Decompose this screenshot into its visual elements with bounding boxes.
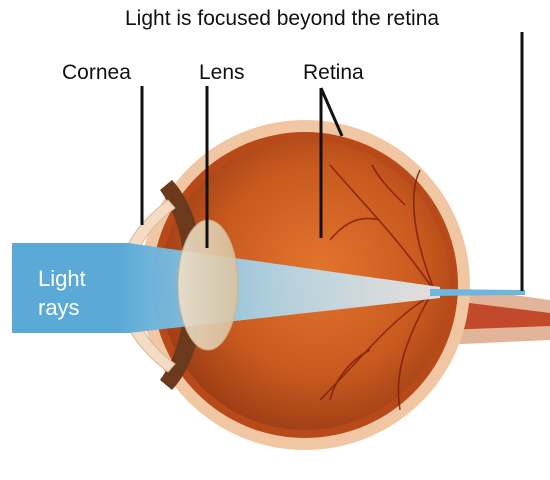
retina-label: Retina [303,62,364,83]
focus-beyond-retina-beam [430,289,525,296]
focus-beyond-retina-label: Light is focused beyond the retina [125,8,439,29]
lens-label: Lens [199,62,245,83]
light-rays-label-line1: Light [38,266,86,291]
cornea-label: Cornea [62,62,131,83]
light-rays-label-line2: rays [38,295,80,320]
